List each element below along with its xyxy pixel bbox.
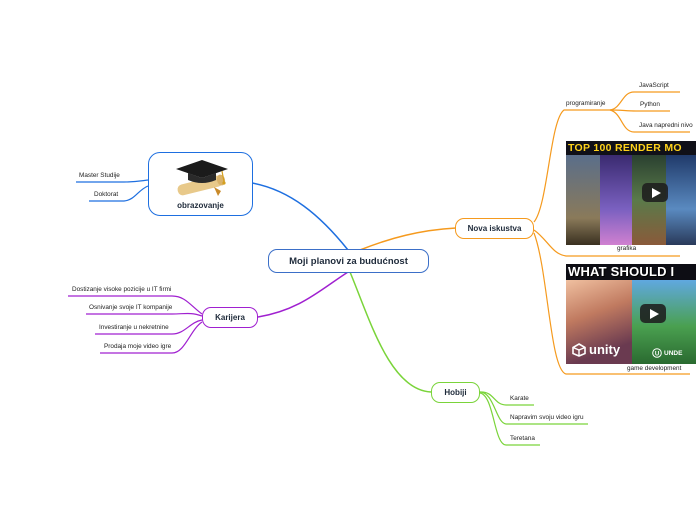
leaf-java[interactable]: Java napredni nivo xyxy=(639,122,693,129)
nova-iskustva-node[interactable]: Nova iskustva xyxy=(455,218,534,239)
grafika-caption: grafika xyxy=(617,245,637,252)
connector-hobiji xyxy=(349,271,432,393)
obrazovanje-node[interactable]: obrazovanje xyxy=(148,152,253,216)
connector-nova-iskustva xyxy=(359,227,457,251)
hobiji-label: Hobiji xyxy=(444,388,467,397)
grafika-thumbnail-title: TOP 100 RENDER MO xyxy=(568,142,682,154)
central-topic-node[interactable]: Moji planovi za budućnost xyxy=(268,249,429,273)
unity-logo: unity xyxy=(572,342,620,357)
leaf-master-studije[interactable]: Master Studije xyxy=(79,172,120,179)
leaf-karate[interactable]: Karate xyxy=(510,395,529,402)
grafika-scene-4 xyxy=(666,155,696,245)
unreal-u-icon: U xyxy=(652,348,662,358)
game-development-caption: game development xyxy=(627,365,682,372)
unity-cube-icon xyxy=(572,342,586,357)
game-dev-scene-left xyxy=(566,280,632,364)
leaf-programiranje[interactable]: programiranje xyxy=(566,100,606,107)
leaf-python[interactable]: Python xyxy=(640,101,660,108)
game-development-video-thumbnail[interactable]: WHAT SHOULD I unity U UNDE xyxy=(566,264,696,364)
graduation-cap-diploma-icon xyxy=(176,160,228,196)
game-dev-thumbnail-title: WHAT SHOULD I xyxy=(568,264,675,279)
grafika-scene-1 xyxy=(566,155,600,245)
connector-obrazovanje xyxy=(251,182,349,251)
svg-text:U: U xyxy=(655,352,659,358)
game-dev-play-icon[interactable] xyxy=(640,304,666,323)
grafika-play-icon[interactable] xyxy=(642,183,668,202)
leaf-javascript[interactable]: JavaScript xyxy=(639,82,669,89)
unity-logo-text: unity xyxy=(589,342,621,357)
leaf-video-igra[interactable]: Prodaja moje video igre xyxy=(104,343,172,350)
leaf-teretana[interactable]: Teretana xyxy=(510,435,535,442)
leaf-visoka-pozicija[interactable]: Dostizanje visoke pozicije u IT firmi xyxy=(72,286,172,293)
nova-iskustva-label: Nova iskustva xyxy=(467,224,522,233)
connector-karijera xyxy=(257,271,349,318)
central-topic-label: Moji planovi za budućnost xyxy=(289,255,408,267)
unreal-logo: U UNDE xyxy=(652,348,682,358)
grafika-scene-2 xyxy=(600,155,632,245)
leaf-doktorat[interactable]: Doktorat xyxy=(94,191,119,198)
obrazovanje-label: obrazovanje xyxy=(177,201,224,210)
leaf-napravim-igru[interactable]: Napravim svoju video igru xyxy=(510,414,584,421)
karijera-label: Karijera xyxy=(215,313,245,322)
unreal-logo-text: UNDE xyxy=(664,349,683,357)
karijera-node[interactable]: Karijera xyxy=(202,307,258,328)
leaf-it-kompanija[interactable]: Osnivanje svoje IT kompanije xyxy=(89,304,173,311)
grafika-video-thumbnail[interactable]: TOP 100 RENDER MO xyxy=(566,141,696,245)
hobiji-node[interactable]: Hobiji xyxy=(431,382,480,403)
leaf-nekretnine[interactable]: Investiranje u nekretnine xyxy=(99,324,169,331)
